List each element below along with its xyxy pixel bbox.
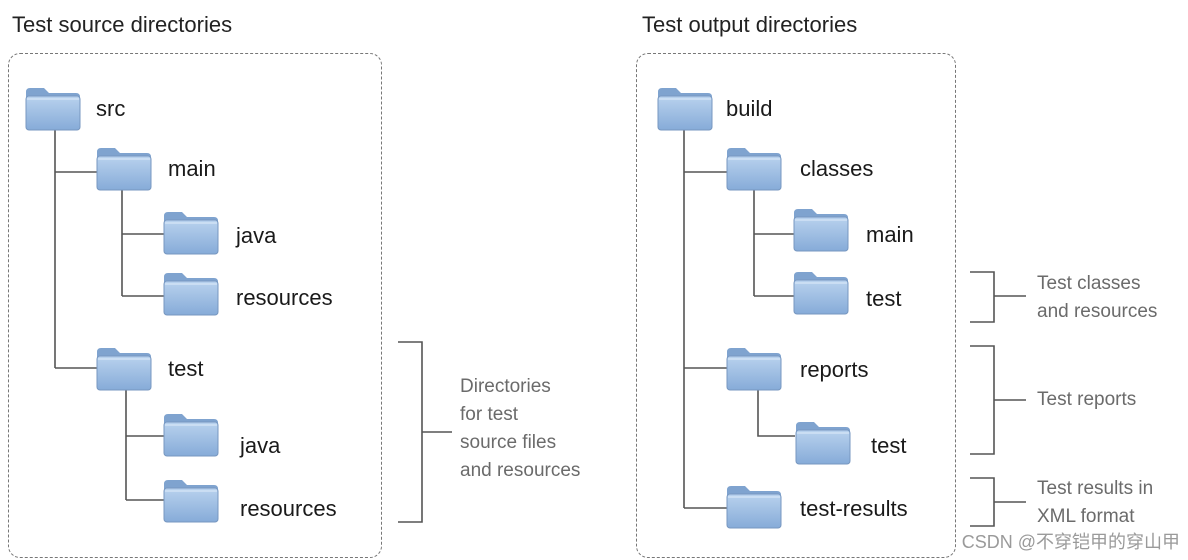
note-test-results: Test results in XML format xyxy=(1037,475,1153,531)
tree-label-build: build xyxy=(726,96,773,121)
tree-label-classes-main: main xyxy=(866,222,914,247)
note-line: and resources xyxy=(1037,301,1158,322)
note-line: Test results in xyxy=(1037,478,1154,499)
tree-label-src: src xyxy=(96,96,126,121)
left-title: Test source directories xyxy=(12,12,233,37)
note-line: Test reports xyxy=(1037,389,1137,410)
tree-label-test: test xyxy=(168,356,204,381)
note-line: Directories xyxy=(460,376,551,397)
note-line: for test xyxy=(460,404,519,425)
tree-label-classes: classes xyxy=(800,156,874,181)
tree-label-main: main xyxy=(168,156,216,181)
tree-label-reports-test: test xyxy=(871,433,907,458)
note-test-reports: Test reports xyxy=(1037,386,1136,414)
note-line: Test classes xyxy=(1037,273,1141,294)
tree-label-test-java: java xyxy=(240,433,281,458)
note-test-classes: Test classes and resources xyxy=(1037,270,1157,326)
note-line: source files xyxy=(460,432,557,453)
left-panel xyxy=(8,53,382,558)
note-line: and resources xyxy=(460,460,581,481)
right-title: Test output directories xyxy=(642,12,858,37)
tree-label-test-results: test-results xyxy=(800,496,908,521)
watermark: CSDN @不穿铠甲的穿山甲 xyxy=(961,532,1180,552)
right-panel xyxy=(636,53,956,558)
tree-label-main-resources: resources xyxy=(236,285,333,310)
tree-label-test-resources: resources xyxy=(240,496,337,521)
left-note: Directories for test source files and re… xyxy=(460,373,580,485)
tree-label-main-java: java xyxy=(236,223,277,248)
note-line: XML format xyxy=(1037,506,1135,527)
tree-label-classes-test: test xyxy=(866,286,902,311)
tree-label-reports: reports xyxy=(800,357,869,382)
